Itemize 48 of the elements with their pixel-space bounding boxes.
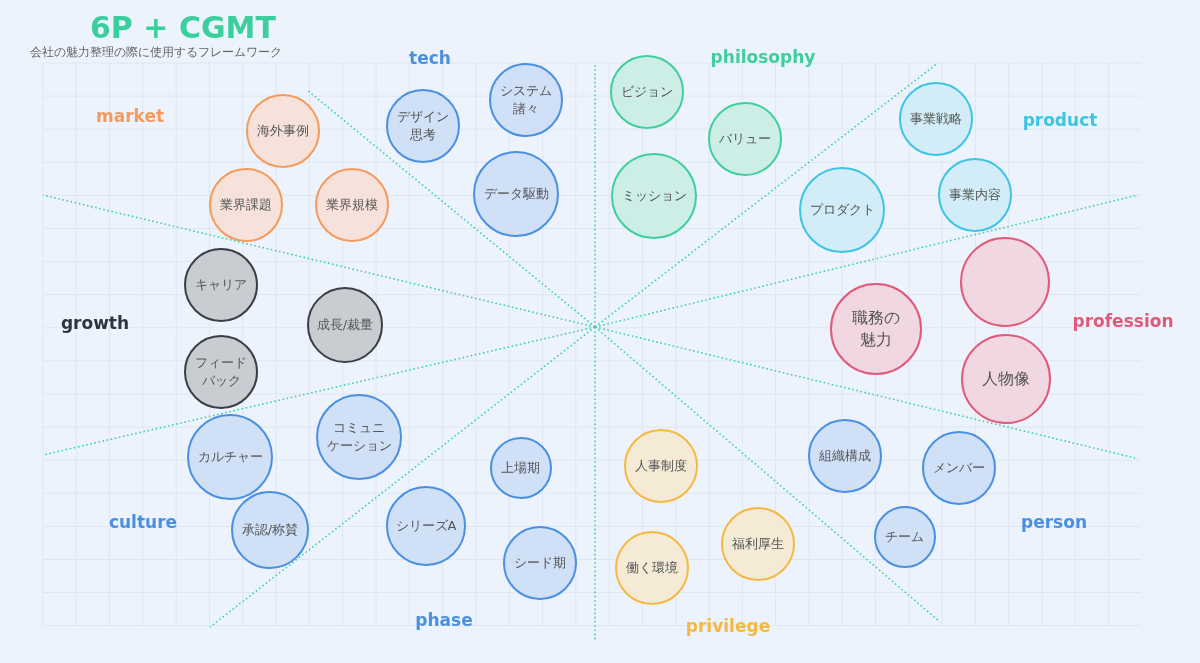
circle-label: シード期 [513, 553, 567, 572]
circle-label: メンバー [932, 458, 986, 477]
circle-label: 事業内容 [948, 185, 1002, 204]
circle-label: データ駆動 [482, 184, 550, 203]
circle-label: 組織構成 [818, 446, 872, 465]
circle-label: システム諸々 [499, 81, 553, 118]
circle-label: コミュニケーション [325, 418, 393, 455]
sector-label: philosophy [710, 47, 816, 67]
title: 6P + CGMT [90, 10, 276, 45]
circle-label: 人物像 [981, 367, 1031, 390]
topic-circle [209, 168, 283, 242]
circle-label: 事業戦略 [909, 109, 963, 128]
sector-label: culture [108, 512, 178, 532]
sector-label: market [95, 106, 165, 126]
circle-label: 職務の魅力 [851, 306, 901, 351]
circle-label: 海外事例 [256, 121, 310, 140]
circle-label: バリュー [718, 129, 772, 148]
topic-circle [187, 414, 273, 500]
sector-label: tech [409, 48, 451, 68]
circle-label: ミッション [620, 186, 688, 205]
topic-circle [231, 491, 309, 569]
sector-label: phase [415, 610, 473, 630]
sector-label: profession [1072, 311, 1174, 331]
circle-label: 業界課題 [219, 195, 273, 214]
sector-label: growth [60, 313, 130, 333]
circle-label: キャリア [194, 275, 248, 294]
circle-label: プロダクト [808, 200, 876, 219]
circle-label: シリーズA [394, 516, 458, 535]
sector-label: person [1021, 512, 1087, 532]
circle-label: 上場期 [500, 458, 542, 477]
circle-label: デザイン思考 [396, 107, 450, 144]
circle-label: チーム [884, 527, 926, 546]
circle-label: 働く環境 [625, 558, 679, 577]
topic-circle [938, 158, 1012, 232]
topic-circle [316, 394, 402, 480]
subtitle: 会社の魅力整理の際に使用するフレームワーク [30, 44, 282, 61]
circle-label: フィードバック [194, 353, 248, 390]
circle-label: 福利厚生 [731, 534, 785, 553]
sector-label: product [1022, 110, 1098, 130]
sector-label: privilege [685, 616, 771, 636]
circle-label: 承認/称賛 [240, 520, 300, 539]
circle-label: 人事制度 [634, 456, 688, 475]
topic-circle [246, 94, 320, 168]
circle-label: 業界規模 [325, 195, 379, 214]
circle-label: 成長/裁量 [315, 315, 375, 334]
circle-label: カルチャー [196, 447, 264, 466]
circle-label: ビジョン [620, 82, 674, 101]
topic-circle [899, 82, 973, 156]
